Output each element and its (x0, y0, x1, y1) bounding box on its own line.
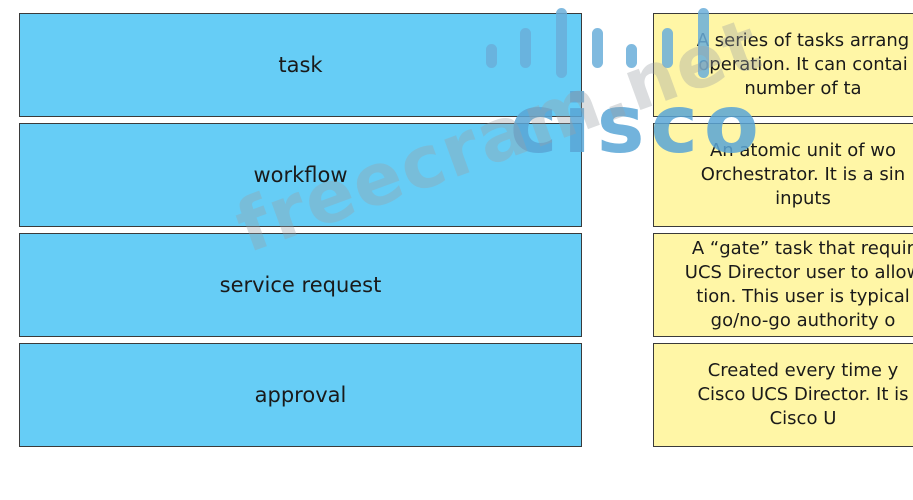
definition-box-3[interactable]: A “gate” task that requir UCS Director u… (653, 233, 913, 337)
definition-box-4[interactable]: Created every time y Cisco UCS Director.… (653, 343, 913, 447)
term-label: task (278, 53, 323, 77)
definition-text: Created every time y Cisco UCS Director.… (697, 360, 909, 429)
definition-text: An atomic unit of wo Orchestrator. It is… (700, 140, 906, 209)
definition-text: A series of tasks arrang operation. It c… (696, 30, 910, 99)
definition-box-2[interactable]: An atomic unit of wo Orchestrator. It is… (653, 123, 913, 227)
term-box-workflow[interactable]: workflow (19, 123, 582, 227)
term-label: service request (219, 273, 382, 297)
term-box-task[interactable]: task (19, 13, 582, 117)
term-label: workflow (253, 163, 348, 187)
definition-box-1[interactable]: A series of tasks arrang operation. It c… (653, 13, 913, 117)
definition-text: A “gate” task that requir UCS Director u… (684, 238, 913, 331)
term-box-service-request[interactable]: service request (19, 233, 582, 337)
term-label: approval (254, 383, 347, 407)
term-box-approval[interactable]: approval (19, 343, 582, 447)
